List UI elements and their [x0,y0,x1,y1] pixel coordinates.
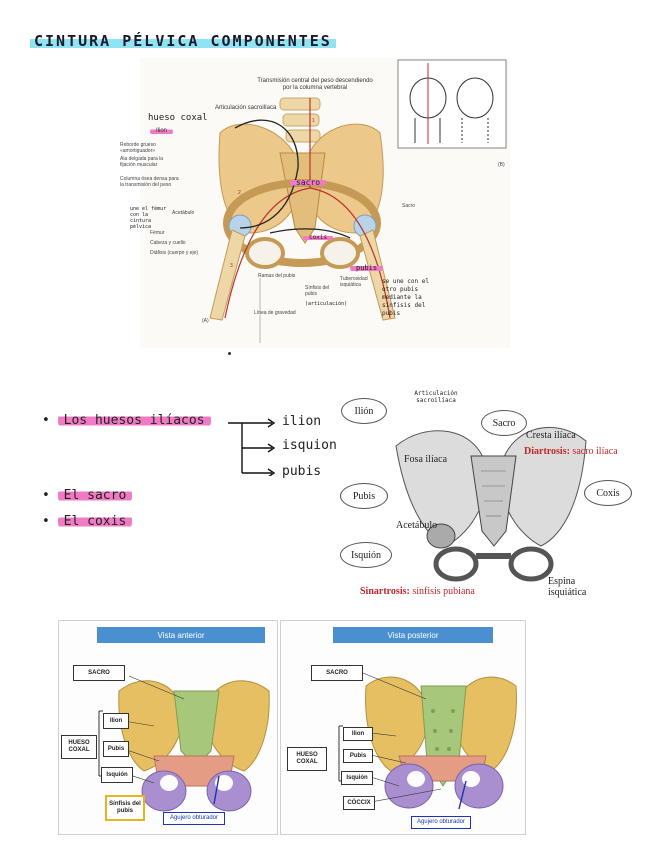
label-femur: Fémur [150,230,164,236]
label-articulacion-hand-2: Articulación sacroilíaca [406,390,466,404]
label-se-une-hand: se une con el otro pubis mediante la sín… [382,278,437,318]
label-espina: Espina isquiática [548,576,598,598]
bullet-coxis-label: El coxis [58,514,133,529]
label-articulacion-sacroiliaca: Articulación sacroilíaca [215,105,276,112]
box-sacro-posterior: SACRO [311,665,363,681]
label-sacro: Sacro [402,203,415,209]
label-tuberosidad: Tuberosidad isquiática [340,276,380,288]
label-B: (B) [498,162,505,168]
bullet-pubis: pubis [282,464,321,479]
label-sinfisis: Sínfisis del pubis [305,285,340,297]
posterior-pelvis-illustration [281,621,525,834]
box-agujero-obturador-posterior: Agujero obturador [411,816,471,829]
label-cabeza-cuello: Cabeza y cuello [150,240,186,246]
diartrosis-term: Diartrosis: [524,446,570,457]
bracket-arrows [228,416,278,476]
label-hueso-coxal-hand: hueso coxal [148,113,208,123]
bullet-dot: • [42,514,50,529]
figure-pelvis-engraving: Ilión Articulación sacroilíaca Sacro Cre… [336,386,636,606]
bullet-sacro: • El sacro [42,488,132,503]
page-title: CINTURA PÉLVICA COMPONENTES [30,32,336,50]
dot [228,352,231,355]
oval-coxis: Coxis [584,480,632,506]
box-sacro: SACRO [73,665,125,681]
label-coxis-hand: coxis [303,234,333,241]
box-sinfisis: Sínfisis del pubis [105,795,145,821]
box-ilion-posterior: Ilion [343,727,373,741]
box-hueso-coxal-posterior: HUESO COXAL [287,747,327,771]
label-ala: Ala delgada para la fijación muscular [120,156,180,168]
bullet-huesos: • Los huesos ilíacos [42,413,211,428]
label-acetabulo: Acetábulo [172,210,194,216]
bullet-ilion: ilion [282,414,321,429]
box-pubis-posterior: Pubis [343,749,373,763]
sinartrosis-term: Sinartrosis: [360,586,410,597]
label-n2: 2 [238,190,241,196]
box-isquion-posterior: Isquión [341,771,373,785]
bullet-huesos-label: Los huesos ilíacos [58,413,211,428]
box-agujero-obturador: Agujero obturador [163,812,225,825]
sinartrosis-desc: sínfisis pubiana [412,586,475,597]
box-ilion: Ilion [103,713,129,729]
figure-pelvis-weight: Transmisión central del peso descendiend… [140,58,510,348]
label-sacro-hand: sacro [290,178,326,187]
bullet-dot: • [42,488,50,503]
label-diartrosis: Diartrosis: sacro ilíaca [524,446,618,457]
diartrosis-desc: sacro ilíaca [572,446,617,457]
box-hueso-coxal: HUESO COXAL [61,735,97,759]
panel-vista-posterior: Vista posterior SACRO HUESO COXAL Ilion … [280,620,526,835]
anterior-pelvis-illustration [59,621,277,834]
label-une-femur-hand: une el fémur con la cintura pélvica [130,206,172,230]
label-pubis-hand: pubis [350,264,383,272]
label-fosa-iliaca: Fosa ilíaca [404,454,447,465]
bullet-isquion: isquion [282,438,337,453]
label-A: (A) [202,318,209,324]
oval-ilion: Ilión [341,398,387,424]
box-isquion: Isquión [101,767,133,783]
label-reborde: Reborde grueso «amortiguador» [120,142,180,154]
label-cresta-iliaca: Cresta ilíaca [526,430,576,441]
label-n1: 1 [312,118,315,124]
label-diafisis: Diáfisis (cuerpo y eje) [150,250,200,256]
label-top-weight: Transmisión central del peso descendiend… [255,78,375,92]
box-pubis: Pubis [103,741,129,757]
bullet-coxis: • El coxis [42,514,132,529]
panel-vista-anterior: Vista anterior SACRO HUESO COXAL Ilion P… [58,620,278,835]
label-articulacion-hand: (articulación) [305,301,347,307]
bullet-dot: • [42,413,50,428]
box-coccix: CÓCCIX [343,796,375,810]
label-acetabulo-2: Acetábulo [396,520,437,531]
label-ramas: Ramas del pubis [258,273,298,279]
oval-sacro: Sacro [481,410,527,436]
bullet-sacro-label: El sacro [58,488,133,503]
oval-pubis: Pubis [340,483,388,509]
label-n3: 3 [230,263,233,269]
label-sinartrosis: Sinartrosis: sínfisis pubiana [360,586,475,597]
label-columna: Columna ósea densa para la transmisión d… [120,176,180,188]
oval-isquion: Isquión [340,542,392,568]
label-linea-gravedad: Línea de gravedad [254,310,296,316]
label-ilion: Ilion [150,128,173,135]
